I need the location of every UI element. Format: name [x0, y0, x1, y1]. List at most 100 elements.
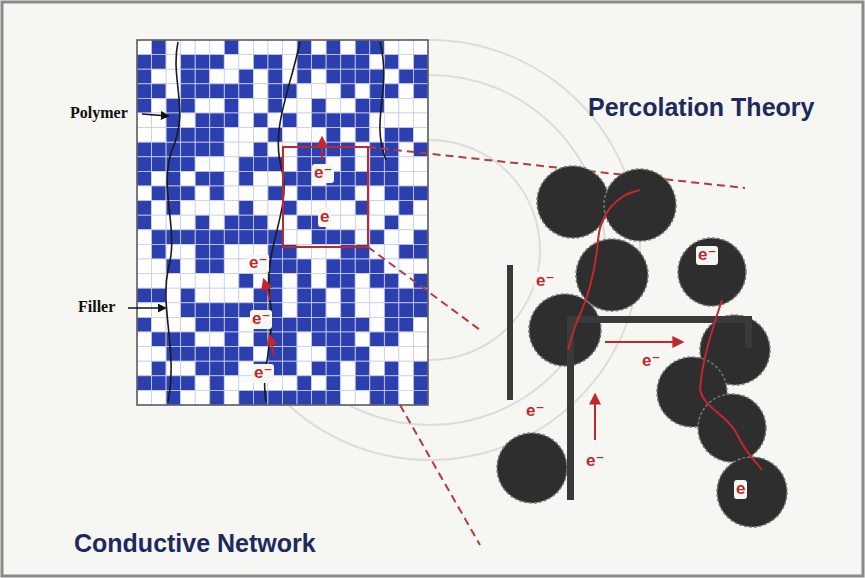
grid-cell — [239, 98, 254, 113]
grid-cell — [297, 157, 312, 172]
grid-cell — [370, 113, 385, 128]
grid-cell — [413, 259, 428, 274]
grid-cell — [341, 142, 356, 157]
grid-cell — [137, 230, 152, 245]
grid-cell — [152, 201, 167, 216]
grid-cell — [283, 157, 298, 172]
grid-cell — [181, 390, 196, 405]
grid-cell — [341, 347, 356, 362]
grid-cell — [152, 171, 167, 186]
watermark-seal — [220, 40, 640, 460]
grid-cell — [239, 128, 254, 143]
grid-cell — [413, 69, 428, 84]
grid-cell — [166, 376, 181, 391]
grid-cell — [137, 128, 152, 143]
grid-cell — [181, 332, 196, 347]
grid-cell — [224, 113, 239, 128]
grid-cell — [181, 113, 196, 128]
grid-cell — [370, 230, 385, 245]
grid-cell — [166, 215, 181, 230]
grid-cell — [224, 201, 239, 216]
grid-cell — [195, 303, 210, 318]
grid-cell — [152, 376, 167, 391]
grid-cell — [239, 55, 254, 70]
grid-cell — [181, 215, 196, 230]
grid-cell — [341, 390, 356, 405]
electron-label: e⁻ — [534, 272, 556, 291]
grid-cell — [137, 157, 152, 172]
grid-cell — [181, 274, 196, 289]
panel-heading: Percolation Theory — [588, 94, 814, 122]
grid-cell — [152, 303, 167, 318]
grid-cell — [137, 317, 152, 332]
grid-cell — [137, 259, 152, 274]
grid-cell — [283, 113, 298, 128]
grid-cell — [370, 317, 385, 332]
grid-cell — [253, 55, 268, 70]
grid-cell — [268, 55, 283, 70]
grid-cell — [399, 40, 414, 55]
grid-cell — [355, 376, 370, 391]
grid-cell — [253, 288, 268, 303]
grid-cell — [312, 69, 327, 84]
grid-cell — [268, 128, 283, 143]
grid-cell — [152, 361, 167, 376]
grid-cell — [370, 171, 385, 186]
grid-cell — [181, 244, 196, 259]
grid-cell — [341, 113, 356, 128]
grid-cell — [181, 142, 196, 157]
grid-cell — [210, 84, 225, 99]
grid-cell — [384, 347, 399, 362]
grid-cell — [399, 201, 414, 216]
grid-cell — [253, 332, 268, 347]
grid-cell — [384, 259, 399, 274]
grid-cell — [399, 390, 414, 405]
grid-cell — [341, 55, 356, 70]
grid-cell — [312, 186, 327, 201]
grid-cell — [224, 303, 239, 318]
grid-cell — [312, 390, 327, 405]
grid-cell — [341, 376, 356, 391]
grid-cell — [355, 98, 370, 113]
grid-cell — [297, 376, 312, 391]
grid-cell — [195, 215, 210, 230]
grid-cell — [152, 84, 167, 99]
grid-cell — [239, 215, 254, 230]
grid-cell — [224, 69, 239, 84]
grid-cell — [210, 303, 225, 318]
grid-cell — [399, 376, 414, 391]
grid-cell — [210, 361, 225, 376]
grid-cell — [283, 128, 298, 143]
grid-cell — [239, 201, 254, 216]
grid-cell — [370, 201, 385, 216]
grid-cell — [355, 128, 370, 143]
grid-cell — [224, 40, 239, 55]
grid-cell — [399, 332, 414, 347]
grid-cell — [181, 157, 196, 172]
grid-cell — [137, 186, 152, 201]
grid-cell — [195, 128, 210, 143]
grid-cell — [210, 113, 225, 128]
grid-cell — [195, 186, 210, 201]
grid-cell — [224, 274, 239, 289]
grid-cell — [384, 186, 399, 201]
polymer-filler-grid — [137, 40, 428, 405]
grid-cell — [297, 98, 312, 113]
part-label: Polymer — [70, 104, 128, 122]
grid-cell — [239, 40, 254, 55]
grid-cell — [283, 390, 298, 405]
grid-cell — [166, 171, 181, 186]
grid-cell — [152, 142, 167, 157]
grid-cell — [283, 40, 298, 55]
grid-cell — [384, 390, 399, 405]
grid-cell — [239, 274, 254, 289]
grid-cell — [268, 244, 283, 259]
grid-cell — [268, 40, 283, 55]
electron-label: e⁻ — [524, 402, 546, 421]
grid-cell — [195, 84, 210, 99]
grid-cell — [283, 201, 298, 216]
grid-cell — [399, 55, 414, 70]
grid-cell — [152, 40, 167, 55]
grid-cell — [283, 347, 298, 362]
grid-cell — [137, 303, 152, 318]
